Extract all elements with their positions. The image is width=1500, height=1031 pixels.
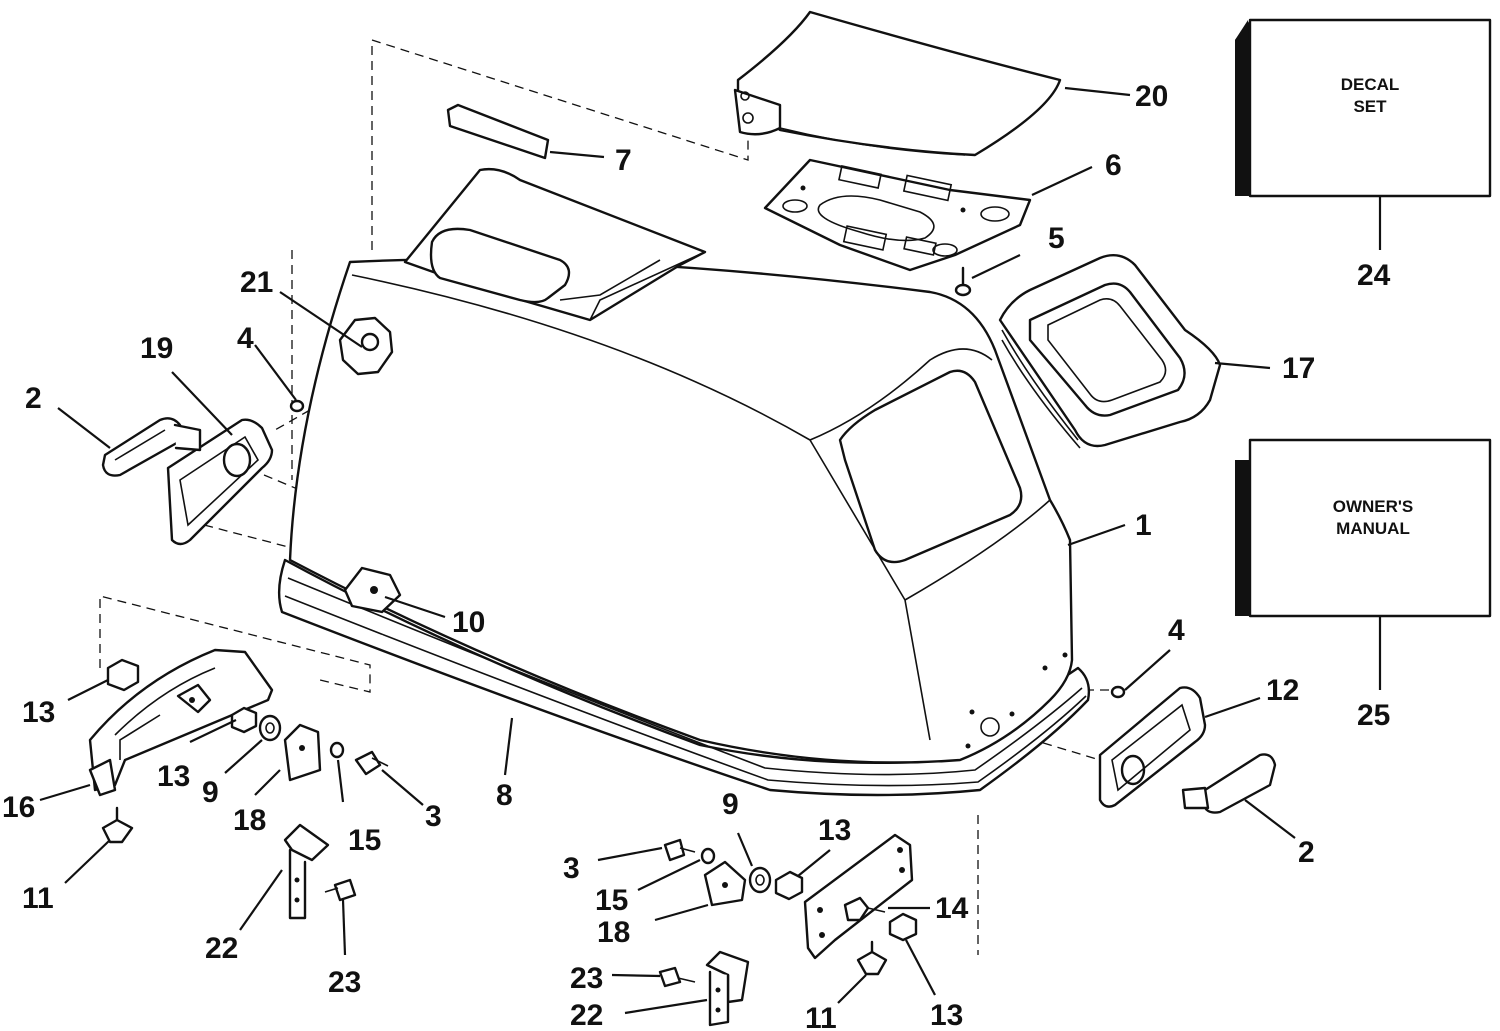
nut-part-13-c <box>774 870 804 901</box>
callout-11-right: 11 <box>805 1002 837 1031</box>
callout-21: 21 <box>240 266 273 299</box>
decal-set-label-line1: DECAL <box>1341 75 1400 94</box>
callout-5: 5 <box>1048 222 1065 255</box>
leader-lines <box>39 86 1382 1015</box>
washer-part-9-left <box>258 714 282 742</box>
callout-13-a: 13 <box>22 696 55 729</box>
washer-part-15-right <box>700 847 716 865</box>
callout-22-right: 22 <box>570 999 603 1031</box>
washer-part-9-right <box>748 866 772 894</box>
latch-plate-part-19 <box>166 418 274 546</box>
screw-part-5 <box>954 266 972 297</box>
retainer-part-10 <box>343 566 402 614</box>
callout-labels: 1 2 2 3 3 4 4 5 6 7 8 9 9 10 11 11 12 13… <box>2 80 1391 1031</box>
foot-part-11-right <box>856 940 888 976</box>
dashed-guide-lines <box>99 39 1110 955</box>
clip-part-18-left <box>283 723 322 782</box>
callout-19: 19 <box>140 332 173 365</box>
bracket-part-16 <box>88 648 274 797</box>
callout-22-left: 22 <box>205 932 238 965</box>
screw-part-23-left <box>324 878 357 902</box>
pin-part-4-right <box>1110 685 1126 699</box>
callout-11-left: 11 <box>22 882 54 915</box>
callout-1: 1 <box>1135 509 1152 542</box>
washer-part-15-left <box>329 741 345 759</box>
callout-15-right: 15 <box>595 884 628 917</box>
owners-manual-label-line1: OWNER'S <box>1333 497 1414 516</box>
callout-24: 24 <box>1357 259 1391 292</box>
callout-12: 12 <box>1266 674 1299 707</box>
callout-25: 25 <box>1357 699 1390 732</box>
callout-17: 17 <box>1282 352 1315 385</box>
callout-2-left: 2 <box>25 382 42 415</box>
clip-part-18-right <box>703 860 747 907</box>
owners-manual-label-line2: MANUAL <box>1336 519 1410 538</box>
callout-13-b: 13 <box>157 760 190 793</box>
seal-strip-part-7 <box>446 103 550 160</box>
bracket-plate-right <box>803 833 914 960</box>
callout-23-left: 23 <box>328 966 361 999</box>
callout-3-right: 3 <box>563 852 580 885</box>
latch-plate-part-12 <box>1098 686 1207 808</box>
callout-9-right: 9 <box>722 788 739 821</box>
nut-part-13-b <box>230 706 258 734</box>
callout-4-left: 4 <box>237 322 254 355</box>
latch-lever-left-part-2 <box>101 417 202 477</box>
callout-14: 14 <box>935 892 969 925</box>
nut-part-13-d <box>888 912 918 942</box>
screw-part-23-right <box>658 966 696 988</box>
bracket-part-22-right <box>705 950 750 1027</box>
callout-8: 8 <box>496 779 513 812</box>
nut-part-13-a <box>106 658 140 692</box>
callout-3-left: 3 <box>425 800 442 833</box>
callout-20: 20 <box>1135 80 1168 113</box>
callout-23-right: 23 <box>570 962 603 995</box>
callout-15-left: 15 <box>348 824 381 857</box>
callout-16: 16 <box>2 791 35 824</box>
window-grommet-part-17 <box>998 254 1222 449</box>
pin-part-4-left <box>289 399 305 413</box>
latch-lever-right-part-2 <box>1181 753 1277 814</box>
callout-13-d: 13 <box>930 999 963 1031</box>
callout-18-left: 18 <box>233 804 266 837</box>
callout-10: 10 <box>452 606 485 639</box>
decal-set-label-line2: SET <box>1353 97 1387 116</box>
callout-18-right: 18 <box>597 916 630 949</box>
callout-13-c: 13 <box>818 814 851 847</box>
callout-6: 6 <box>1105 149 1122 182</box>
callout-2-right: 2 <box>1298 836 1315 869</box>
screw-part-3-left <box>354 750 389 776</box>
cowl-main-part-1 <box>277 167 1091 797</box>
gasket-part-6 <box>763 158 1032 272</box>
top-cover-part-20 <box>733 10 1062 157</box>
bracket-part-22-left <box>283 823 330 920</box>
knob-part-21 <box>338 316 394 376</box>
callout-7: 7 <box>615 144 632 177</box>
screw-part-3-right <box>663 838 696 862</box>
foot-part-11-left <box>101 806 134 844</box>
callout-9-left: 9 <box>202 776 219 809</box>
decal-set-box <box>1235 18 1492 198</box>
owners-manual-box <box>1235 438 1492 618</box>
callout-4-right: 4 <box>1168 614 1185 647</box>
